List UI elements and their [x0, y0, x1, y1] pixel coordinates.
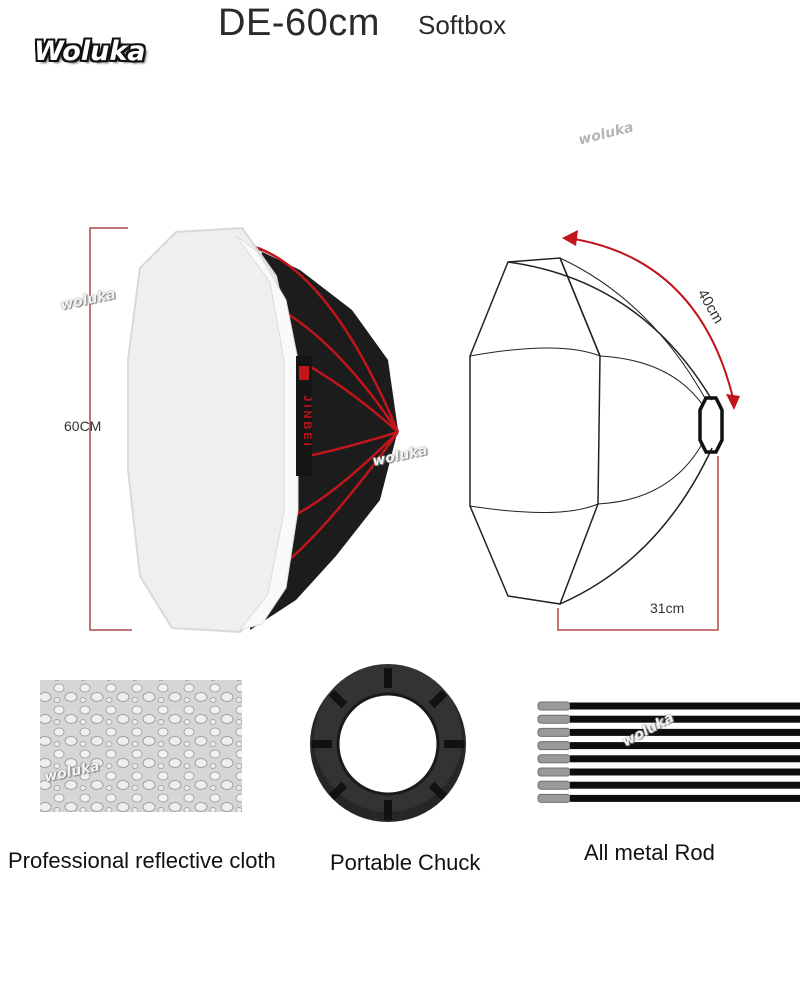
- diagram-outer-curve: [507, 261, 713, 401]
- rod-tip: [537, 741, 571, 751]
- rod-tip: [537, 714, 571, 724]
- rod: [570, 794, 800, 802]
- rod-tip: [537, 727, 571, 737]
- depth-dimension-line: [557, 456, 719, 631]
- brand-logo: Woluka: [34, 36, 146, 67]
- softbox-diffuser: [127, 226, 295, 634]
- rod-tip: [537, 754, 571, 764]
- rod: [570, 715, 800, 723]
- height-dimension-line: [89, 227, 132, 631]
- caption-portable-chuck: Portable Chuck: [330, 850, 481, 875]
- rod-tip: [537, 780, 571, 790]
- caption-reflective-cloth: Professional reflective cloth: [8, 848, 276, 873]
- height-dimension-label: 60CM: [64, 418, 102, 434]
- rod-tip: [537, 701, 571, 711]
- diagram-speedring: [698, 396, 724, 454]
- rod: [570, 702, 800, 710]
- rod-tip: [537, 767, 571, 777]
- product-subtitle: Softbox: [418, 10, 507, 40]
- rod: [570, 742, 800, 750]
- product-title: DE-60cm: [218, 2, 380, 44]
- caption-metal-rod: All metal Rod: [584, 840, 715, 865]
- rod: [570, 781, 800, 789]
- softbox-seams: [251, 244, 400, 577]
- rod: [570, 728, 800, 736]
- arc-dimension-arrow: [567, 237, 735, 403]
- rod: [570, 768, 800, 776]
- rod: [570, 755, 800, 763]
- rod-tip: [537, 793, 571, 803]
- brand-label-strip: [296, 356, 312, 476]
- depth-dimension-label: 31cm: [650, 600, 685, 616]
